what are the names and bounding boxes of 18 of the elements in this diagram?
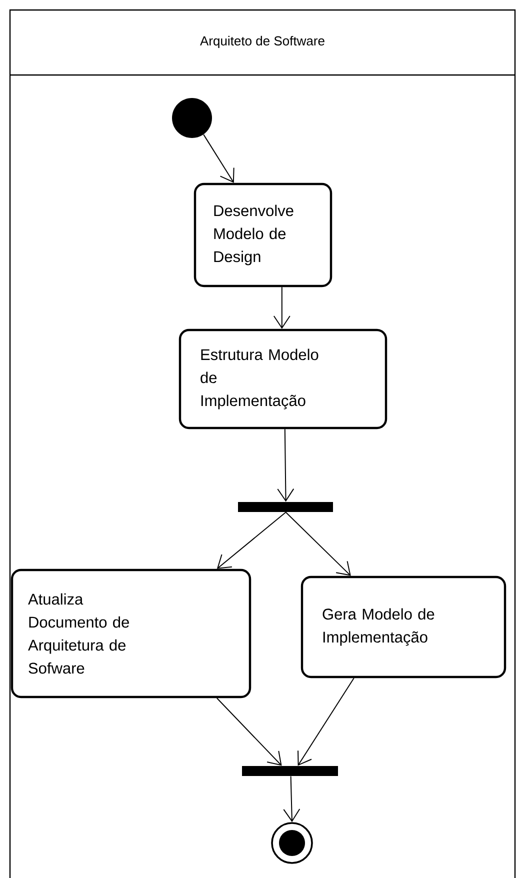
activity-box: Desenvolve Modelo de Design <box>194 182 332 288</box>
activity-box: Estrutura Modelo de Implementação <box>178 328 388 430</box>
arrow <box>216 512 286 569</box>
sync-bar <box>238 502 333 512</box>
arrow <box>285 512 351 576</box>
final-node <box>271 822 313 864</box>
sync-bar <box>242 766 338 776</box>
lane-title: Arquiteto de Software <box>200 36 324 48</box>
initial-node <box>172 98 212 138</box>
arrow <box>273 286 290 329</box>
arrow <box>298 678 354 766</box>
arrow <box>283 776 300 822</box>
activity-box: Gera Modelo de Implementação <box>300 576 506 678</box>
arrow <box>277 428 294 502</box>
activity-box: Atualiza Documento de Arquitetura de Sofware <box>10 568 252 698</box>
arrow <box>216 698 282 766</box>
swimlane <box>9 9 516 878</box>
arrow <box>203 134 234 183</box>
